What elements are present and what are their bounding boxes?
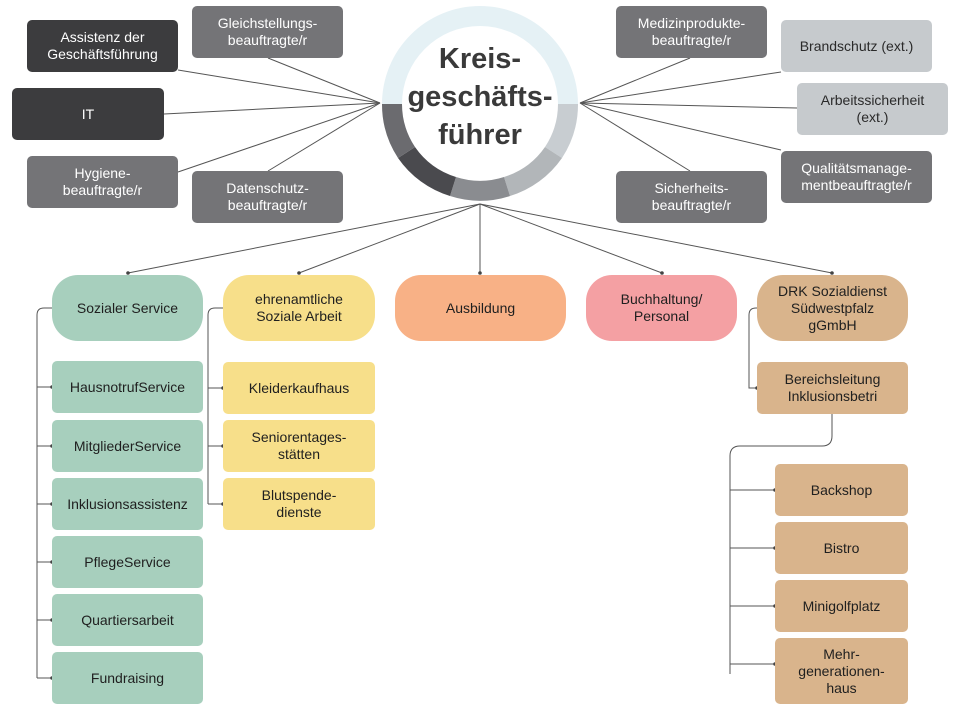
item-blutspendedienste[interactable]: Blutspende- dienste	[223, 478, 375, 530]
item-quartiersarbeit[interactable]: Quartiersarbeit	[52, 594, 203, 646]
item-mitglieder[interactable]: MitgliederService	[52, 420, 203, 472]
dept-sozialer-service[interactable]: Sozialer Service	[52, 275, 203, 341]
ring-segment-mid	[450, 177, 510, 201]
center-title: Kreis- geschäfts- führer	[407, 43, 553, 151]
node-arbeitssicherheit[interactable]: Arbeitssicherheit (ext.)	[797, 83, 948, 135]
ring-segment-pale	[545, 104, 579, 158]
ring-segment-dark	[381, 104, 415, 158]
dept-drk[interactable]: DRK Sozialdienst Südwestpfalz gGmbH	[757, 275, 908, 341]
dept-ausbildung[interactable]: Ausbildung	[395, 275, 566, 341]
ring-segment-grey	[504, 147, 562, 196]
item-seniorentagesstaetten[interactable]: Seniorentages- stätten	[223, 420, 375, 472]
item-bistro[interactable]: Bistro	[775, 522, 908, 574]
node-assistenz[interactable]: Assistenz der Geschäftsführung	[27, 20, 178, 72]
item-kleiderkaufhaus[interactable]: Kleiderkaufhaus	[223, 362, 375, 414]
node-qualitaet[interactable]: Qualitätsmanage- mentbeauftragte/r	[781, 151, 932, 203]
node-it[interactable]: IT	[12, 88, 164, 140]
node-datenschutz[interactable]: Datenschutz- beauftragte/r	[192, 171, 343, 223]
item-minigolfplatz[interactable]: Minigolfplatz	[775, 580, 908, 632]
item-hausnotruf[interactable]: HausnotrufService	[52, 361, 203, 413]
item-fundraising[interactable]: Fundraising	[52, 652, 203, 704]
item-inklusionsassistenz[interactable]: Inklusionsassistenz	[52, 478, 203, 530]
node-hygiene[interactable]: Hygiene- beauftragte/r	[27, 156, 178, 208]
item-pflege[interactable]: PflegeService	[52, 536, 203, 588]
item-bereichsleitung[interactable]: Bereichsleitung Inklusionsbetri	[757, 362, 908, 414]
node-gleichstellung[interactable]: Gleichstellungs- beauftragte/r	[192, 6, 343, 58]
ring-segment-light	[382, 6, 578, 104]
node-brandschutz[interactable]: Brandschutz (ext.)	[781, 20, 932, 72]
dept-buchhaltung[interactable]: Buchhaltung/ Personal	[586, 275, 737, 341]
dept-ehrenamt[interactable]: ehrenamtliche Soziale Arbeit	[223, 275, 375, 341]
item-backshop[interactable]: Backshop	[775, 464, 908, 516]
center-ring	[381, 6, 579, 201]
node-medizinprodukte[interactable]: Medizinprodukte- beauftragte/r	[616, 6, 767, 58]
item-mehrgenerationenhaus[interactable]: Mehr- generationen- haus	[775, 638, 908, 704]
node-sicherheit[interactable]: Sicherheits- beauftragte/r	[616, 171, 767, 223]
ring-segment-darkest	[398, 147, 456, 196]
